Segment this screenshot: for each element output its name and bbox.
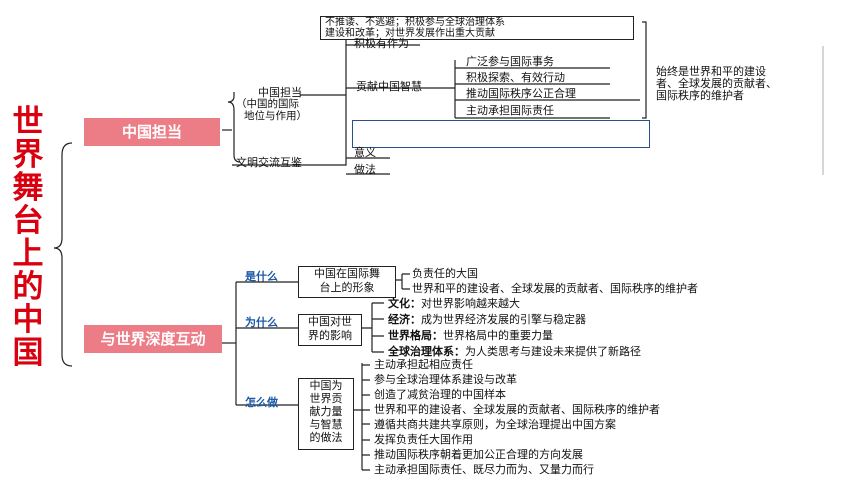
why-item: 全球治理体系：为人类思考与建设未来提供了新路径 <box>388 345 641 358</box>
node-dandang-sub2: 地位与作用） <box>244 110 307 122</box>
title-char: 舞 <box>12 170 44 206</box>
how-item: 世界和平的建设者、全球发展的贡献者、国际秩序的维护者 <box>374 403 660 416</box>
node-dandang: 中国担当 <box>258 86 302 99</box>
summary-text: 始终是世界和平的建设 者、全球发展的贡献者、 国际秩序的维护者 <box>656 66 777 102</box>
title-char: 中 <box>12 302 44 338</box>
positive-action-label: 积极有作为 <box>354 37 409 50</box>
how-box: 中国为 世界贡 献力量 与智慧 的做法 <box>298 378 354 450</box>
title-char: 的 <box>12 269 44 305</box>
item-label: 广泛参与国际事务 <box>466 55 554 68</box>
item-label: 主动承担国际责任 <box>466 104 554 117</box>
what-box: 中国在国际舞 台上的形象 <box>298 266 396 298</box>
note-line: 不推诿、不逃避；积极参与全球治理体系 <box>325 17 505 28</box>
what-item: 世界和平的建设者、全球发展的贡献者、国际秩序的维护者 <box>412 282 698 295</box>
what-item: 负责任的大国 <box>412 267 478 280</box>
summary-line: 国际秩序的维护者 <box>656 89 744 102</box>
how-item: 创造了减贫治理的中国样本 <box>374 388 506 401</box>
how-item: 参与全球治理体系建设与改革 <box>374 373 517 386</box>
why-item: 经济：成为世界经济发展的引擎与稳定器 <box>388 313 586 326</box>
summary-line: 者、全球发展的贡献者、 <box>656 77 777 90</box>
title-char: 国 <box>12 335 44 371</box>
how-box-line: 中国为 <box>309 379 343 392</box>
why-item: 世界格局：世界格局中的重要力量 <box>388 329 553 342</box>
civilization-exchange-label: 文明交流互鉴 <box>236 156 302 169</box>
contribute-wisdom-label: 贡献中国智慧 <box>356 80 422 93</box>
note-box: 不推诿、不逃避；积极参与全球治理体系 建设和改革；对世界发展作出重大贡献 <box>320 16 634 40</box>
title-char: 世 <box>12 104 44 140</box>
how-item: 遵循共商共建共享原则，为全球治理提出中国方案 <box>374 418 616 431</box>
how-box-line: 与智慧 <box>309 418 343 431</box>
why-item: 文化：对世界影响越来越大 <box>388 297 520 310</box>
how-item: 发挥负责任大国作用 <box>374 433 473 446</box>
why-box: 中国对世 界的影响 <box>298 314 362 346</box>
how-box-line: 世界贡 <box>309 392 343 405</box>
note-line: 建设和改革；对世界发展作出重大贡献 <box>325 28 495 39</box>
summary-line: 始终是世界和平的建设 <box>656 65 766 78</box>
title-char: 界 <box>12 137 44 173</box>
item-label: 推动国际秩序公正合理 <box>466 87 576 100</box>
title-char: 台 <box>12 203 44 239</box>
what-label: 是什么 <box>245 270 278 283</box>
how-item: 推动国际秩序朝着更加公正合理的方向发展 <box>374 448 583 461</box>
why-label: 为什么 <box>245 316 278 329</box>
node-dandang-sub1: （中国的国际 <box>236 98 299 110</box>
how-box-line: 献力量 <box>309 405 343 418</box>
deep-interaction-box: 与世界深度互动 <box>84 325 222 353</box>
china-responsibility-box: 中国担当 <box>84 118 220 146</box>
how-box-line: 的做法 <box>309 431 343 444</box>
how-item: 主动承担国际责任、既尽力而为、又量力而行 <box>374 463 594 476</box>
how-label: 怎么做 <box>245 396 278 409</box>
why-box-line: 中国对世 <box>308 315 352 328</box>
practice-label: 做法 <box>354 163 376 176</box>
how-item: 主动承担起相应责任 <box>374 358 473 371</box>
page-title: 世 界 舞 台 上 的 中 国 <box>8 106 48 370</box>
title-char: 上 <box>12 236 44 272</box>
what-box-line: 中国在国际舞 <box>314 267 380 280</box>
blank-answer-box <box>352 120 650 148</box>
item-label: 积极探索、有效行动 <box>466 71 565 84</box>
why-box-line: 界的影响 <box>308 329 352 342</box>
what-box-line: 台上的形象 <box>319 281 375 294</box>
significance-label: 意义 <box>354 146 376 159</box>
